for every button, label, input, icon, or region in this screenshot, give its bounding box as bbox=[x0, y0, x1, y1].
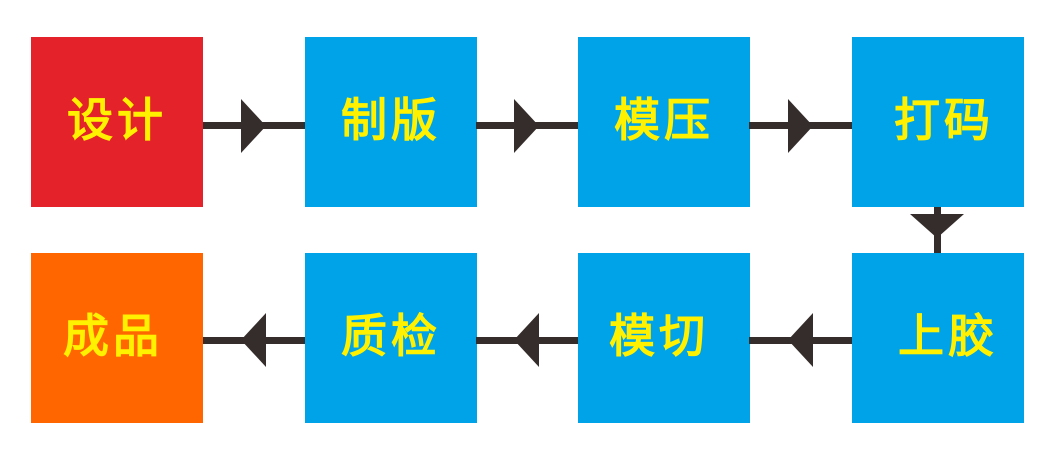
step-die-cutting: 模切 bbox=[578, 253, 750, 423]
step-label: 成品 bbox=[63, 309, 163, 363]
step-label: 模压 bbox=[614, 93, 714, 147]
step-design: 设计 bbox=[31, 37, 203, 207]
step-label: 设计 bbox=[67, 93, 167, 147]
step-label: 上胶 bbox=[898, 309, 998, 363]
arrow-right-icon bbox=[788, 99, 813, 153]
arrow-left-icon bbox=[514, 313, 539, 367]
step-quality-check: 质检 bbox=[305, 253, 477, 423]
step-label: 制版 bbox=[341, 93, 441, 147]
arrow-right-icon bbox=[241, 99, 266, 153]
arrow-left-icon bbox=[241, 313, 266, 367]
arrow-left-icon bbox=[788, 313, 813, 367]
step-finished-product: 成品 bbox=[31, 253, 203, 423]
step-label: 打码 bbox=[894, 93, 994, 147]
arrow-right-icon bbox=[514, 99, 539, 153]
step-label: 质检 bbox=[341, 309, 441, 363]
step-gluing: 上胶 bbox=[852, 253, 1024, 423]
step-coding: 打码 bbox=[852, 37, 1024, 207]
arrow-down-icon bbox=[910, 214, 964, 238]
step-label: 模切 bbox=[609, 309, 709, 363]
step-platemaking: 制版 bbox=[305, 37, 477, 207]
step-embossing: 模压 bbox=[578, 37, 750, 207]
